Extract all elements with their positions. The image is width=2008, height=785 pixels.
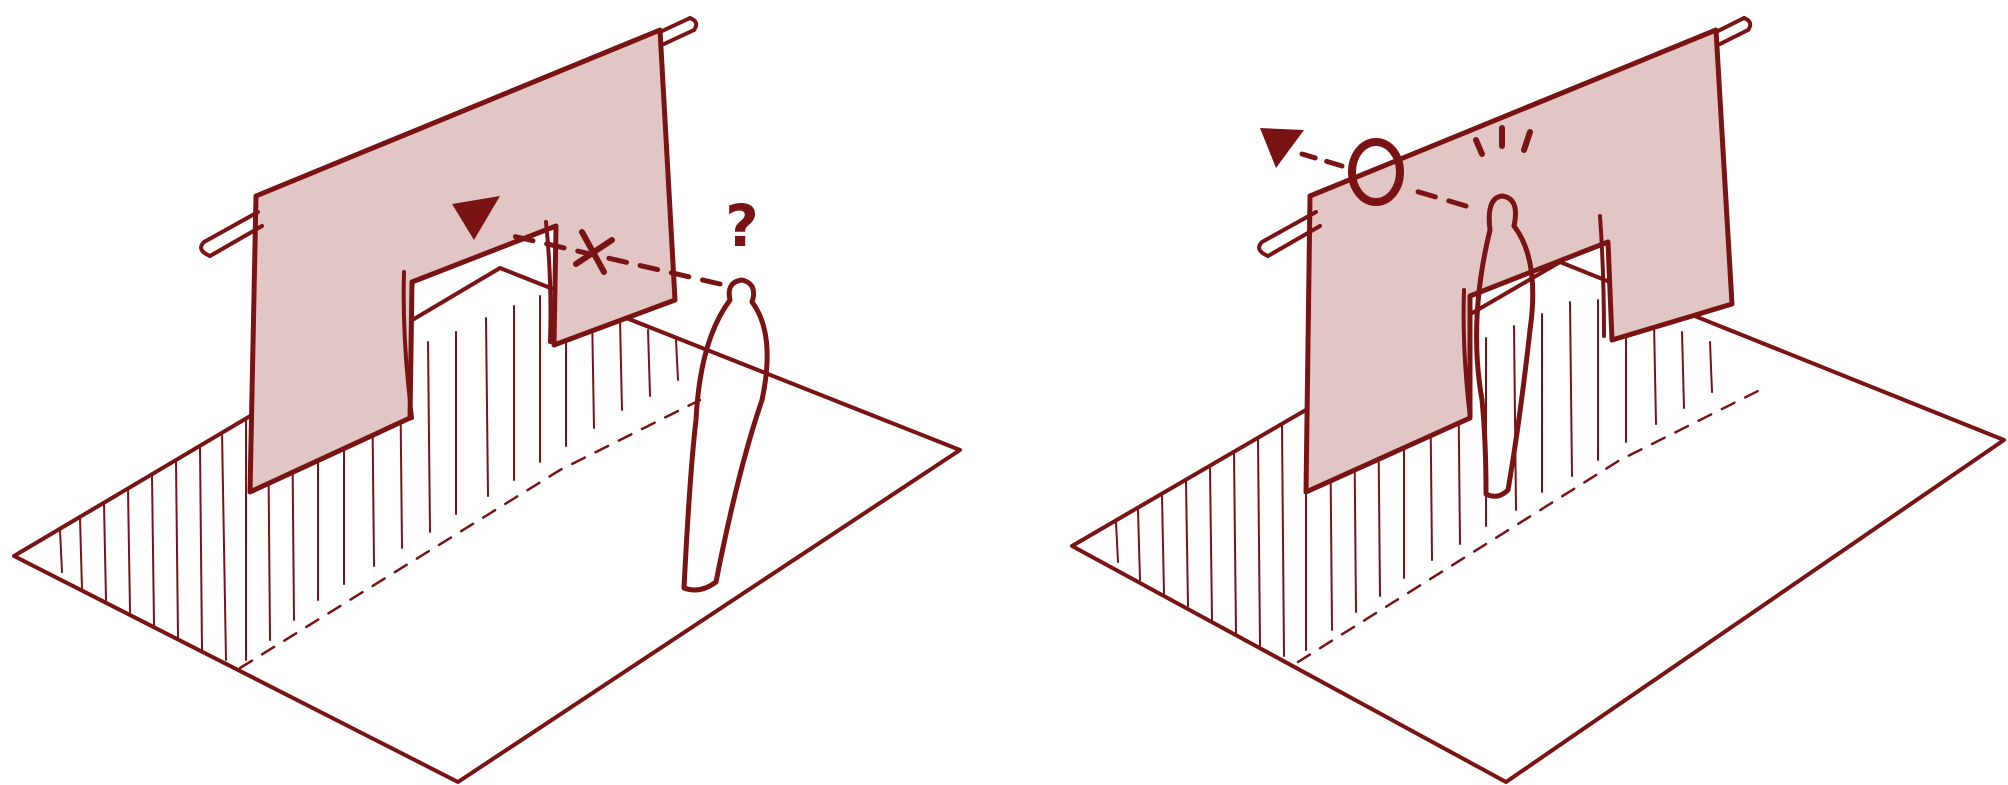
curtain-rod [199, 16, 699, 258]
floor-plane [12, 266, 962, 784]
person-figure [1474, 193, 1536, 499]
sightline-blocked [452, 196, 723, 287]
sightline-clear [1260, 128, 1469, 209]
curtain [1303, 27, 1735, 495]
surprise-lines-icon [1473, 125, 1533, 157]
panel-blocked-view: ? [12, 16, 962, 784]
person-figure [681, 277, 770, 593]
floor-plane [1070, 260, 2006, 784]
curtain [247, 27, 678, 495]
cross-icon [573, 229, 615, 275]
curtain-rod [1257, 16, 1753, 258]
question-mark-icon: ? [725, 192, 759, 260]
panel-open-view [1070, 16, 2006, 784]
circle-icon [1348, 138, 1404, 206]
